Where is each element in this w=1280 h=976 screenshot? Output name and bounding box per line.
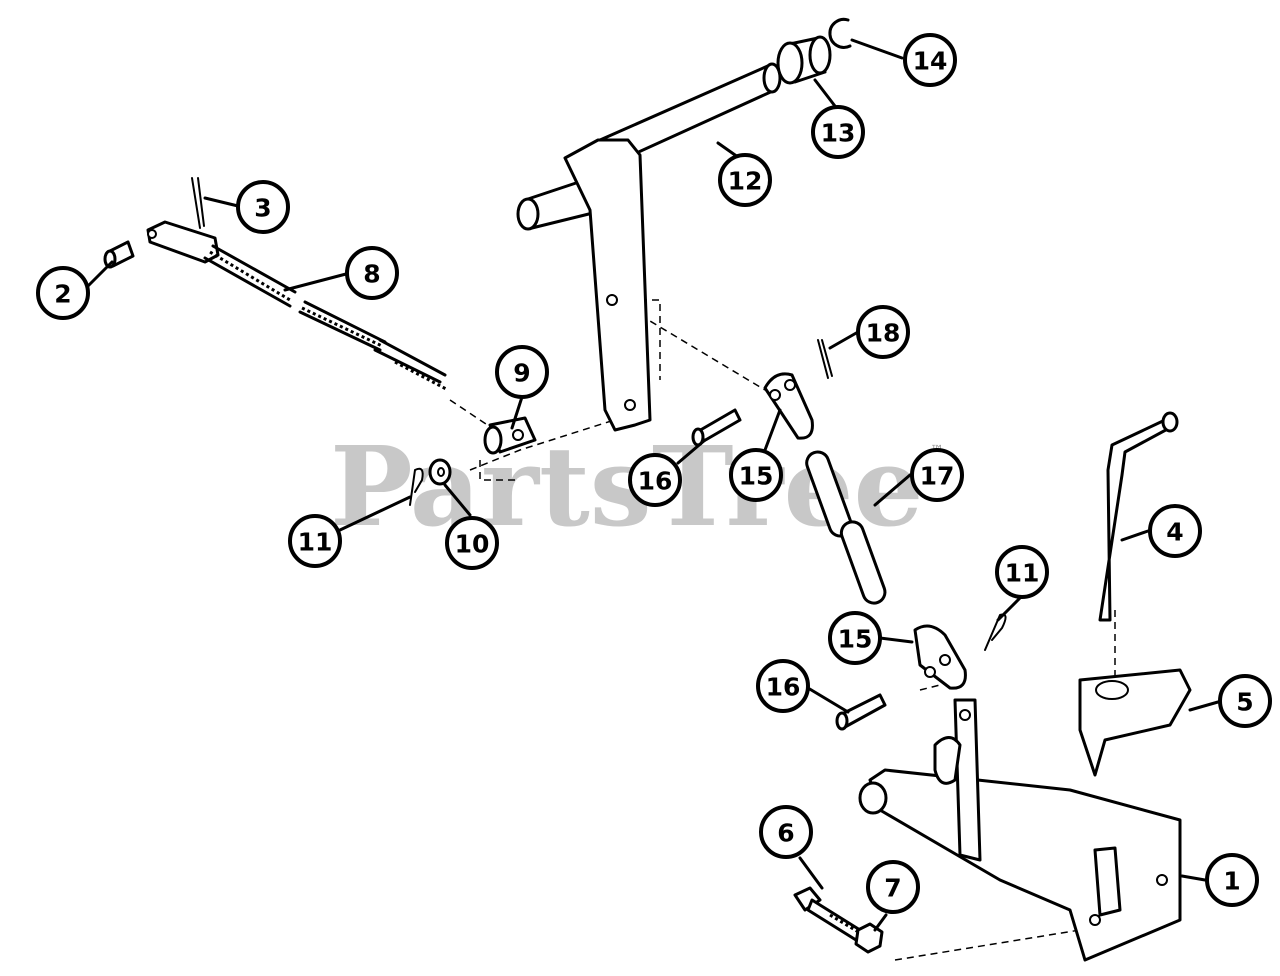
bracket-frame-part	[858, 698, 1182, 962]
callout-18: 18	[856, 305, 910, 359]
svg-text:16: 16	[766, 673, 801, 702]
svg-text:16: 16	[638, 467, 673, 496]
callout-7: 7	[866, 860, 920, 914]
svg-text:9: 9	[513, 359, 530, 388]
bolt-part	[793, 886, 862, 942]
svg-text:6: 6	[777, 819, 794, 848]
svg-text:15: 15	[838, 625, 873, 654]
callout-15-upper: 15	[729, 448, 783, 502]
washer-part	[428, 458, 452, 486]
cotter-pin-upper-part	[817, 339, 833, 379]
svg-text:4: 4	[1166, 518, 1183, 547]
svg-text:13: 13	[821, 119, 856, 148]
callout-4: 4	[1148, 504, 1202, 558]
leader-lines	[82, 38, 1220, 932]
callout-11-left: 11	[288, 514, 342, 568]
bushing-part	[776, 35, 832, 85]
callout-2: 2	[36, 266, 90, 320]
svg-text:11: 11	[1005, 559, 1040, 588]
svg-text:14: 14	[913, 47, 948, 76]
lever-handle-part	[1098, 411, 1179, 622]
svg-text:1: 1	[1223, 867, 1240, 896]
snap-ring-part	[828, 17, 852, 49]
callout-14: 14	[903, 33, 957, 87]
callout-11-right: 11	[995, 545, 1049, 599]
callout-16-upper: 16	[628, 453, 682, 507]
svg-text:18: 18	[866, 319, 901, 348]
threaded-rod-part	[146, 220, 449, 392]
mount-block-part	[1078, 668, 1192, 777]
swivel-block-part	[483, 416, 537, 455]
callout-16-lower: 16	[756, 659, 810, 713]
svg-text:15: 15	[739, 462, 774, 491]
callout-12: 12	[718, 153, 772, 207]
callout-13: 13	[811, 105, 865, 159]
svg-text:11: 11	[298, 528, 333, 557]
chain-part	[805, 450, 887, 605]
chain-bracket-lower-part	[913, 624, 967, 690]
callout-5: 5	[1218, 674, 1272, 728]
svg-text:7: 7	[884, 874, 901, 903]
chain-bracket-upper-part	[763, 372, 814, 440]
hairpin-clip-lower-part	[984, 613, 1007, 651]
pedal-shaft-part	[516, 62, 782, 432]
svg-text:8: 8	[363, 260, 380, 289]
callout-15-lower: 15	[828, 611, 882, 665]
callout-17: 17	[910, 448, 964, 502]
callout-8: 8	[345, 246, 399, 300]
callout-1: 1	[1205, 853, 1259, 907]
hairpin-clip-part	[409, 467, 424, 506]
clevis-pin-upper-part	[691, 408, 742, 447]
clevis-pin-part	[103, 240, 135, 269]
callout-10: 10	[445, 516, 499, 570]
svg-text:3: 3	[254, 194, 271, 223]
callout-3: 3	[236, 180, 290, 234]
clevis-pin-lower-part	[835, 693, 887, 731]
svg-text:17: 17	[920, 462, 955, 491]
svg-text:10: 10	[455, 530, 490, 559]
callout-9: 9	[495, 345, 549, 399]
svg-text:5: 5	[1236, 688, 1253, 717]
svg-text:12: 12	[728, 167, 763, 196]
cotter-pin-part	[191, 177, 205, 229]
callout-6: 6	[759, 805, 813, 859]
svg-text:2: 2	[54, 280, 71, 309]
